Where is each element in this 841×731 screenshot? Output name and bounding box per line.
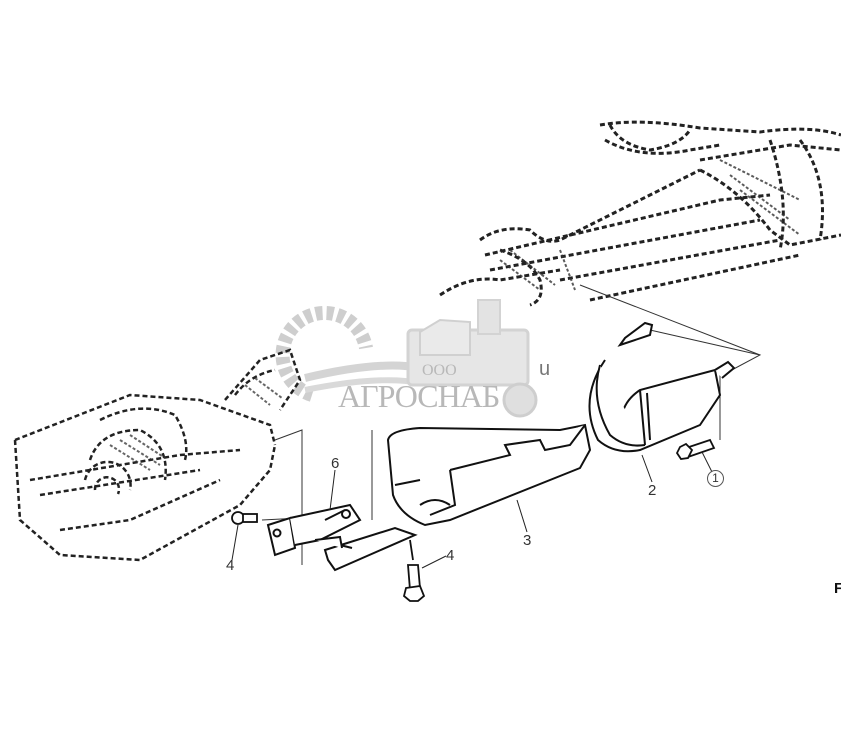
callout-leaders xyxy=(231,451,713,569)
watermark-name: АГРОСНАБ xyxy=(338,378,500,414)
gearbox-hatching xyxy=(109,377,283,471)
edge-letter: F xyxy=(834,580,841,597)
bolt-1 xyxy=(675,438,716,460)
shaft-hatching xyxy=(499,159,801,291)
bracket-6 xyxy=(266,503,418,572)
watermark-logo xyxy=(275,299,538,418)
bolt-4-left xyxy=(231,511,258,525)
callout-4-lower: 4 xyxy=(446,547,455,564)
callout-2: 2 xyxy=(648,482,657,499)
main-shield xyxy=(386,423,592,527)
left-gearbox xyxy=(13,348,302,562)
rear-shield xyxy=(588,321,736,453)
callout-6: 6 xyxy=(331,455,340,472)
stray-character: u xyxy=(539,358,551,380)
bolt-4-lower xyxy=(402,539,426,602)
callout-1: 1 xyxy=(707,470,724,487)
callout-4-left: 4 xyxy=(226,557,235,574)
watermark-prefix: ООО xyxy=(422,362,457,379)
callout-3: 3 xyxy=(523,532,532,549)
upper-shaft-housing xyxy=(439,120,841,307)
